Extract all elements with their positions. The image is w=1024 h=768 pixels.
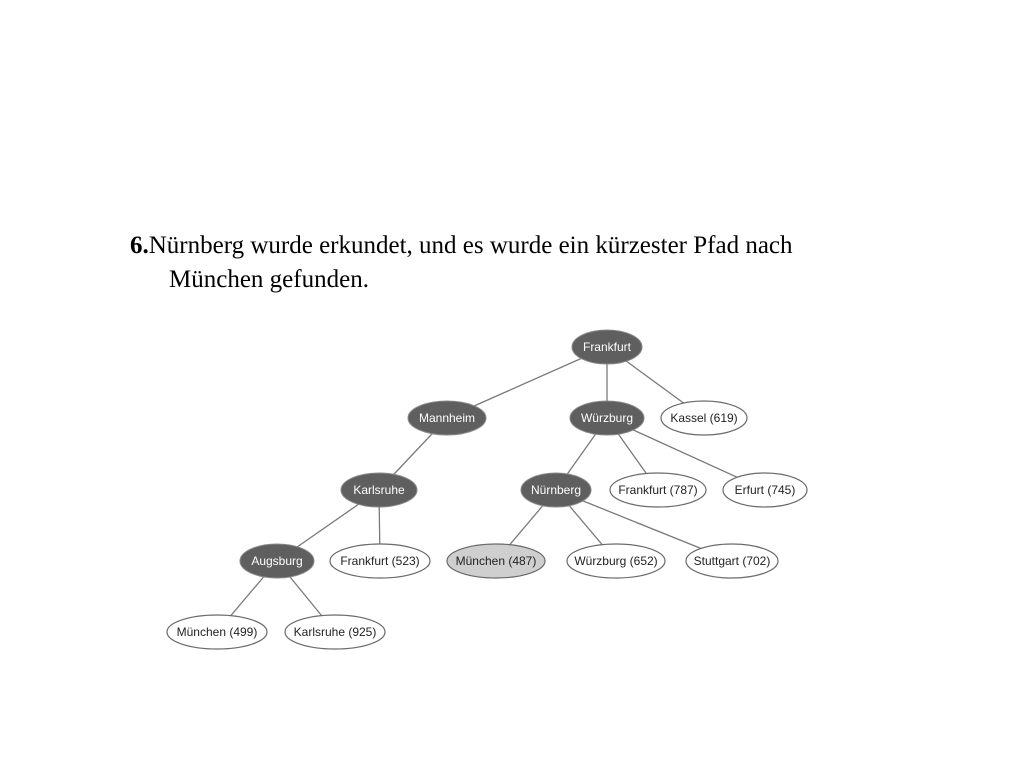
tree-node-nuernberg: Nürnberg xyxy=(520,472,592,508)
node-label: Karlsruhe xyxy=(353,483,405,497)
node-ellipse xyxy=(685,543,779,579)
node-ellipse xyxy=(239,543,315,579)
node-label: Würzburg (652) xyxy=(574,554,657,568)
node-label: Erfurt (745) xyxy=(735,483,796,497)
tree-node-frankfurt-root: Frankfurt xyxy=(571,329,643,365)
tree-node-karlsruhe: Karlsruhe xyxy=(340,472,418,508)
heading-line-2: München gefunden. xyxy=(169,266,369,293)
node-ellipse xyxy=(609,472,707,508)
tree-node-frankfurt-787: Frankfurt (787) xyxy=(609,472,707,508)
item-number: 6. xyxy=(130,232,149,259)
node-label: München (499) xyxy=(177,625,258,639)
heading-line-1: Nürnberg wurde erkundet, und es wurde ei… xyxy=(148,232,793,259)
node-ellipse xyxy=(446,543,546,579)
node-ellipse xyxy=(660,400,748,436)
node-ellipse xyxy=(329,543,431,579)
tree-node-erfurt: Erfurt (745) xyxy=(722,472,808,508)
slide-heading: 6.Nürnberg wurde erkundet, und es wurde … xyxy=(130,229,910,297)
tree-node-stuttgart: Stuttgart (702) xyxy=(685,543,779,579)
node-label: Karlsruhe (925) xyxy=(294,625,377,639)
node-ellipse xyxy=(340,472,418,508)
node-label: Frankfurt (523) xyxy=(340,554,419,568)
tree-node-muenchen-499: München (499) xyxy=(166,614,268,650)
node-label: München (487) xyxy=(456,554,537,568)
node-ellipse xyxy=(571,329,643,365)
node-ellipse xyxy=(407,400,487,436)
tree-node-kassel: Kassel (619) xyxy=(660,400,748,436)
node-label: Frankfurt (787) xyxy=(618,483,697,497)
tree-node-frankfurt-523: Frankfurt (523) xyxy=(329,543,431,579)
tree-node-wuerzburg: Würzburg xyxy=(569,400,645,436)
node-label: Frankfurt xyxy=(583,340,632,354)
tree-node-mannheim: Mannheim xyxy=(407,400,487,436)
node-label: Würzburg xyxy=(581,411,633,425)
tree-node-karlsruhe-925: Karlsruhe (925) xyxy=(284,614,386,650)
node-label: Stuttgart (702) xyxy=(694,554,771,568)
tree-node-augsburg: Augsburg xyxy=(239,543,315,579)
node-ellipse xyxy=(284,614,386,650)
node-ellipse xyxy=(566,543,666,579)
node-label: Nürnberg xyxy=(531,483,581,497)
node-label: Mannheim xyxy=(419,411,475,425)
node-ellipse xyxy=(520,472,592,508)
node-ellipse xyxy=(166,614,268,650)
tree-node-muenchen-487: München (487) xyxy=(446,543,546,579)
node-label: Kassel (619) xyxy=(670,411,737,425)
node-label: Augsburg xyxy=(251,554,302,568)
tree-node-wuerzburg-652: Würzburg (652) xyxy=(566,543,666,579)
node-ellipse xyxy=(569,400,645,436)
node-ellipse xyxy=(722,472,808,508)
